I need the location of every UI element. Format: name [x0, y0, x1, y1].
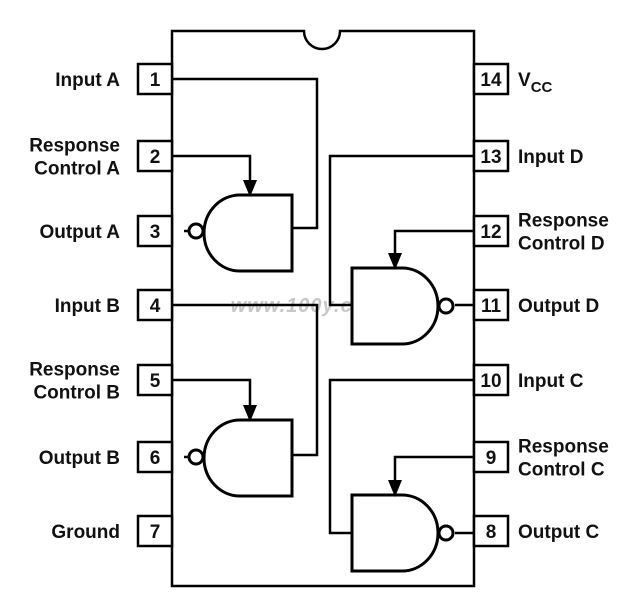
gate-b-control-arrow: [243, 405, 257, 422]
gate-a-inverter-bubble: [187, 222, 205, 240]
pin-3: 3 Output A: [39, 214, 174, 248]
gate-d-control-arrow: [388, 253, 402, 270]
pin-3-label: Output A: [39, 222, 120, 243]
pin-8-label: Output C: [518, 522, 600, 543]
pin-8-box: [472, 514, 510, 548]
pin-10-label: Input C: [518, 371, 584, 392]
gate-c-inverter-bubble: [437, 524, 455, 542]
pin-13-number: 13: [480, 147, 501, 168]
pin-1-number: 1: [150, 70, 161, 91]
gate-d-inverter-bubble: [437, 297, 455, 315]
pin-4: 4 Input B: [55, 288, 174, 322]
pin-9-label-line-1: Response: [518, 437, 609, 458]
gate-b-inverter-bubble: [187, 448, 205, 466]
pin-11: 11 Output D: [472, 288, 599, 322]
pin-5-label-line-1: Response: [29, 360, 120, 381]
pin-4-label: Input B: [55, 296, 120, 317]
pin-7-number: 7: [150, 522, 161, 543]
pin-14-label: VCC: [518, 70, 553, 96]
pin-13-label: Input D: [518, 147, 583, 168]
pin-7-box: [136, 514, 174, 548]
pin-6-box: [136, 440, 174, 474]
gate-a: [187, 180, 294, 273]
pin-3-box: [136, 214, 174, 248]
pin-5-box: [136, 363, 174, 397]
pin-6: 6 Output B: [39, 440, 174, 474]
pin-1-label: Input A: [55, 70, 120, 91]
pin-3-number: 3: [150, 222, 161, 243]
gate-d: [350, 253, 455, 346]
pin-13-box: [472, 139, 510, 173]
pin-4-number: 4: [150, 296, 161, 317]
pin-10-box: [472, 363, 510, 397]
pin-8: 8 Output C: [472, 514, 600, 548]
pin-5-label-line-2: Control B: [33, 383, 120, 404]
pin-12-box: [472, 214, 510, 248]
pin-12-number: 12: [480, 222, 501, 243]
pin-10: 10 Input C: [472, 363, 584, 397]
pin-6-number: 6: [150, 448, 161, 469]
pin-12-label-line-1: Response: [518, 211, 609, 232]
pin-11-number: 11: [481, 296, 502, 317]
pin-12-label-line-2: Control D: [518, 234, 605, 255]
pin-14-number: 14: [480, 70, 502, 91]
pin-2-number: 2: [150, 147, 161, 168]
pin-8-number: 8: [486, 522, 497, 543]
pin-7-label: Ground: [51, 522, 120, 543]
pin-9-label-line-2: Control C: [518, 460, 605, 481]
pin-13: 13 Input D: [472, 139, 583, 173]
gate-c: [350, 480, 455, 573]
pin-11-box: [472, 288, 510, 322]
pin-14-label-subscript: CC: [531, 79, 553, 96]
pin-9-box: [472, 440, 510, 474]
pin-2-label-line-1: Response: [29, 136, 120, 157]
pin-11-label: Output D: [518, 296, 599, 317]
pin-2-label-line-2: Control A: [34, 159, 120, 180]
pin-14: 14 VCC: [472, 62, 553, 96]
pin-4-box: [136, 288, 174, 322]
pin-10-number: 10: [480, 371, 501, 392]
pin-9-number: 9: [486, 448, 497, 469]
pin-1: 1 Input A: [55, 62, 174, 96]
gate-b: [187, 405, 294, 498]
pin-1-box: [136, 62, 174, 96]
gate-a-control-arrow: [243, 180, 257, 197]
pin-6-label: Output B: [39, 448, 120, 469]
ic-body: [170, 29, 476, 588]
pin-2-box: [136, 139, 174, 173]
gate-c-control-arrow: [388, 480, 402, 497]
pin-14-box: [472, 62, 510, 96]
pin-7: 7 Ground: [51, 514, 174, 548]
pin-5-number: 5: [150, 371, 161, 392]
